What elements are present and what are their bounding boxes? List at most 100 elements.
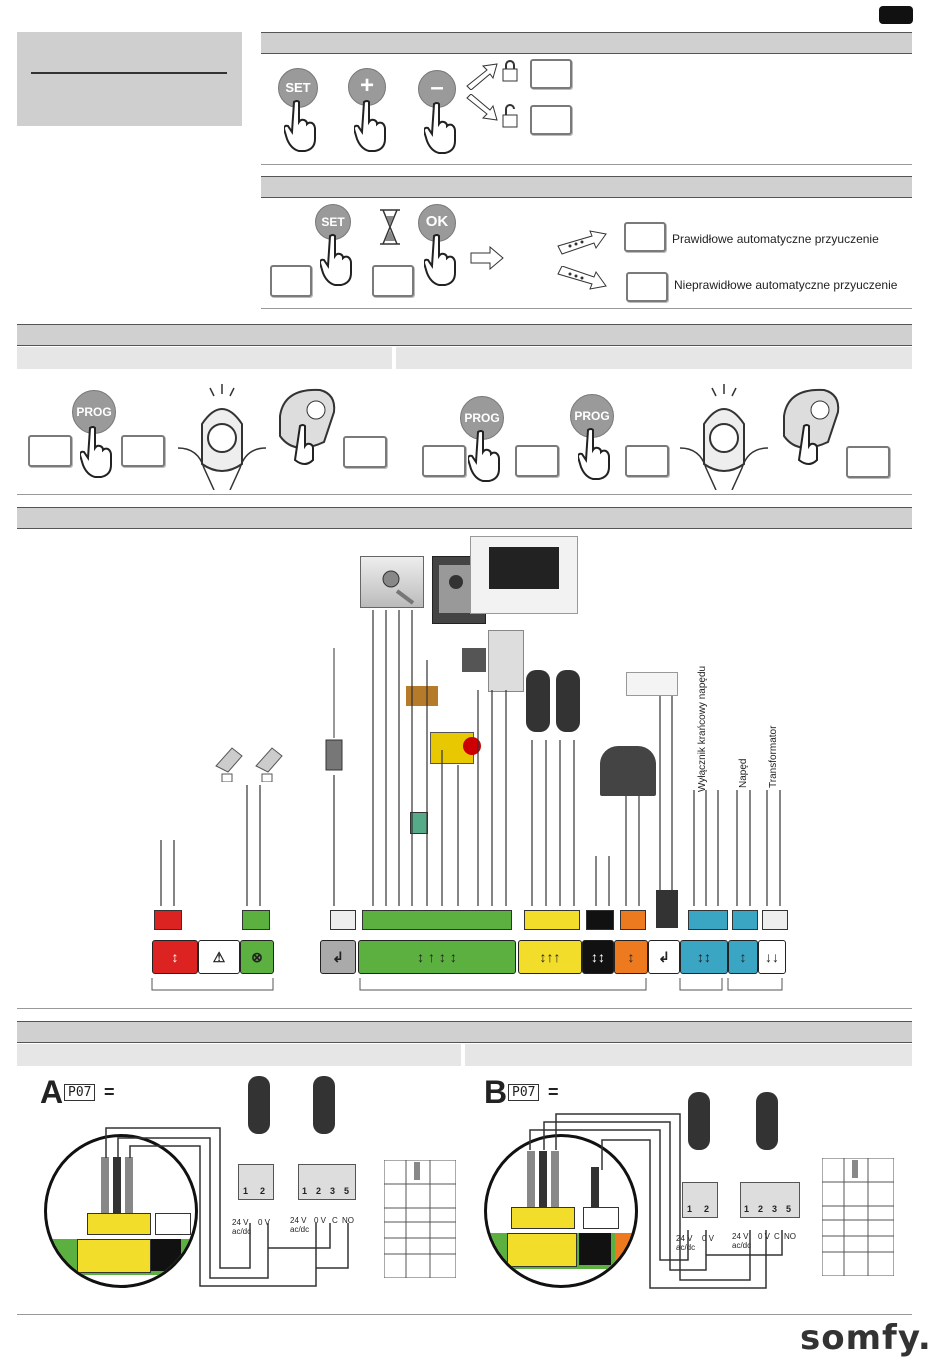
tx-terminal-b xyxy=(740,1182,800,1218)
terminal-orange xyxy=(620,910,646,930)
arrow-up-icon xyxy=(556,230,608,261)
minus-label: – xyxy=(430,74,444,101)
rx-0v: 0 V xyxy=(258,1218,271,1227)
page-tab xyxy=(879,6,913,24)
table-a xyxy=(383,1159,457,1279)
arrow-up-icon xyxy=(465,62,499,95)
key-switch-icon xyxy=(360,556,424,608)
remote-hands-icon xyxy=(174,378,270,495)
remote-icon xyxy=(776,386,846,471)
tx-24: 24 V ac/dc xyxy=(290,1216,310,1234)
tx-term-3: 3 xyxy=(772,1204,778,1214)
light-sensor-icon xyxy=(406,686,438,706)
block-yellow: ↕↑↑ xyxy=(518,940,582,974)
brand-logo: somfy. xyxy=(800,1318,932,1358)
divider xyxy=(17,494,912,495)
incorrect-display xyxy=(626,272,668,302)
hand-icon xyxy=(422,234,458,286)
terminal-green-block xyxy=(362,910,512,930)
rx-terminal-b xyxy=(682,1182,718,1218)
param-display: P07 xyxy=(64,1084,96,1101)
rx-term-2: 2 xyxy=(260,1186,266,1196)
rx-term-1: 1 xyxy=(687,1204,693,1214)
rx-term-2: 2 xyxy=(704,1204,710,1214)
terminal-dark xyxy=(656,890,678,928)
terminal-yellow xyxy=(524,910,580,930)
hand-icon xyxy=(318,234,354,286)
prog-label: PROG xyxy=(76,405,112,419)
terminal-white xyxy=(330,910,356,930)
module-icon xyxy=(462,648,486,672)
section-bar-remotes xyxy=(17,324,912,346)
hand-icon xyxy=(352,100,388,152)
block-blue-2: ↕ xyxy=(728,940,758,974)
block-white-3: ↓↓ xyxy=(758,940,786,974)
tx-term-3: 3 xyxy=(330,1186,336,1196)
brackets xyxy=(151,978,783,991)
display-box xyxy=(625,445,669,477)
ok-label: OK xyxy=(425,213,449,230)
lamp-icon xyxy=(254,746,284,783)
unlock-icon xyxy=(502,104,518,133)
block-blue: ↕↕ xyxy=(680,940,728,974)
lamp-icon xyxy=(214,746,244,783)
tx-term-5: 5 xyxy=(786,1204,792,1214)
radio-module-icon xyxy=(488,630,524,692)
display-box xyxy=(846,446,890,478)
arrow-down-icon xyxy=(556,265,608,297)
set-label: SET xyxy=(285,80,311,95)
terminal-blue-2 xyxy=(732,910,758,930)
block-grey: ↲ xyxy=(320,940,356,974)
option-b-letter: B xyxy=(484,1074,508,1110)
antenna-icon xyxy=(323,648,345,774)
limit-switch-label: Wyłącznik krańcowy napędu xyxy=(697,665,708,792)
remote-hands-icon xyxy=(676,378,772,495)
wires-a xyxy=(105,1127,349,1287)
tx-term-2: 2 xyxy=(758,1204,764,1214)
block-white: ⚠ xyxy=(198,940,240,974)
divider xyxy=(17,1008,912,1009)
display-box xyxy=(343,436,387,468)
equals-sign: = xyxy=(104,1082,115,1102)
rx-terminal-a xyxy=(238,1164,274,1200)
section-bar-wiring xyxy=(17,507,912,529)
hourglass-icon xyxy=(378,208,402,251)
section-bar-photocells xyxy=(17,1021,912,1043)
arrow-right-icon xyxy=(470,245,504,275)
equals-sign: = xyxy=(548,1082,559,1102)
terminal-red xyxy=(154,910,182,930)
display-box xyxy=(270,265,312,297)
arrow-down-icon xyxy=(465,93,499,127)
block-white-2: ↲ xyxy=(648,940,680,974)
prog-button: PROG xyxy=(72,390,116,434)
divider xyxy=(261,308,912,309)
photocell-tx-icon xyxy=(756,1092,778,1150)
correct-display xyxy=(624,222,666,252)
monitor-icon xyxy=(470,536,578,614)
remote-icon xyxy=(272,386,342,471)
title-box xyxy=(17,32,242,126)
set-label: SET xyxy=(321,215,345,229)
tx-term-1: 1 xyxy=(302,1186,308,1196)
option-a-letter: A xyxy=(40,1074,64,1110)
emergency-stop-icon xyxy=(430,732,481,764)
transformer-label: Transformator xyxy=(768,725,779,788)
block-red: ↕ xyxy=(152,940,198,974)
minus-button: – xyxy=(418,70,456,108)
incorrect-label: Nieprawidłowe automatyczne przyuczenie xyxy=(674,278,898,292)
photocell-rx-icon xyxy=(688,1092,710,1150)
lock-icon xyxy=(502,60,518,87)
tx-term-1: 1 xyxy=(744,1204,750,1214)
rx-0v: 0 V xyxy=(702,1234,715,1243)
display-box xyxy=(422,445,466,477)
table-b xyxy=(821,1157,895,1277)
warning-light-icon xyxy=(600,746,656,796)
terminal-white-2 xyxy=(762,910,788,930)
subbar-right xyxy=(396,347,912,369)
tx-0v: 0 V xyxy=(314,1216,327,1225)
hand-icon xyxy=(576,428,612,480)
block-green: ⊗ xyxy=(240,940,274,974)
subbar-right xyxy=(465,1044,912,1066)
photocell-icon xyxy=(556,670,580,732)
block-black: ↕↕ xyxy=(582,940,614,974)
